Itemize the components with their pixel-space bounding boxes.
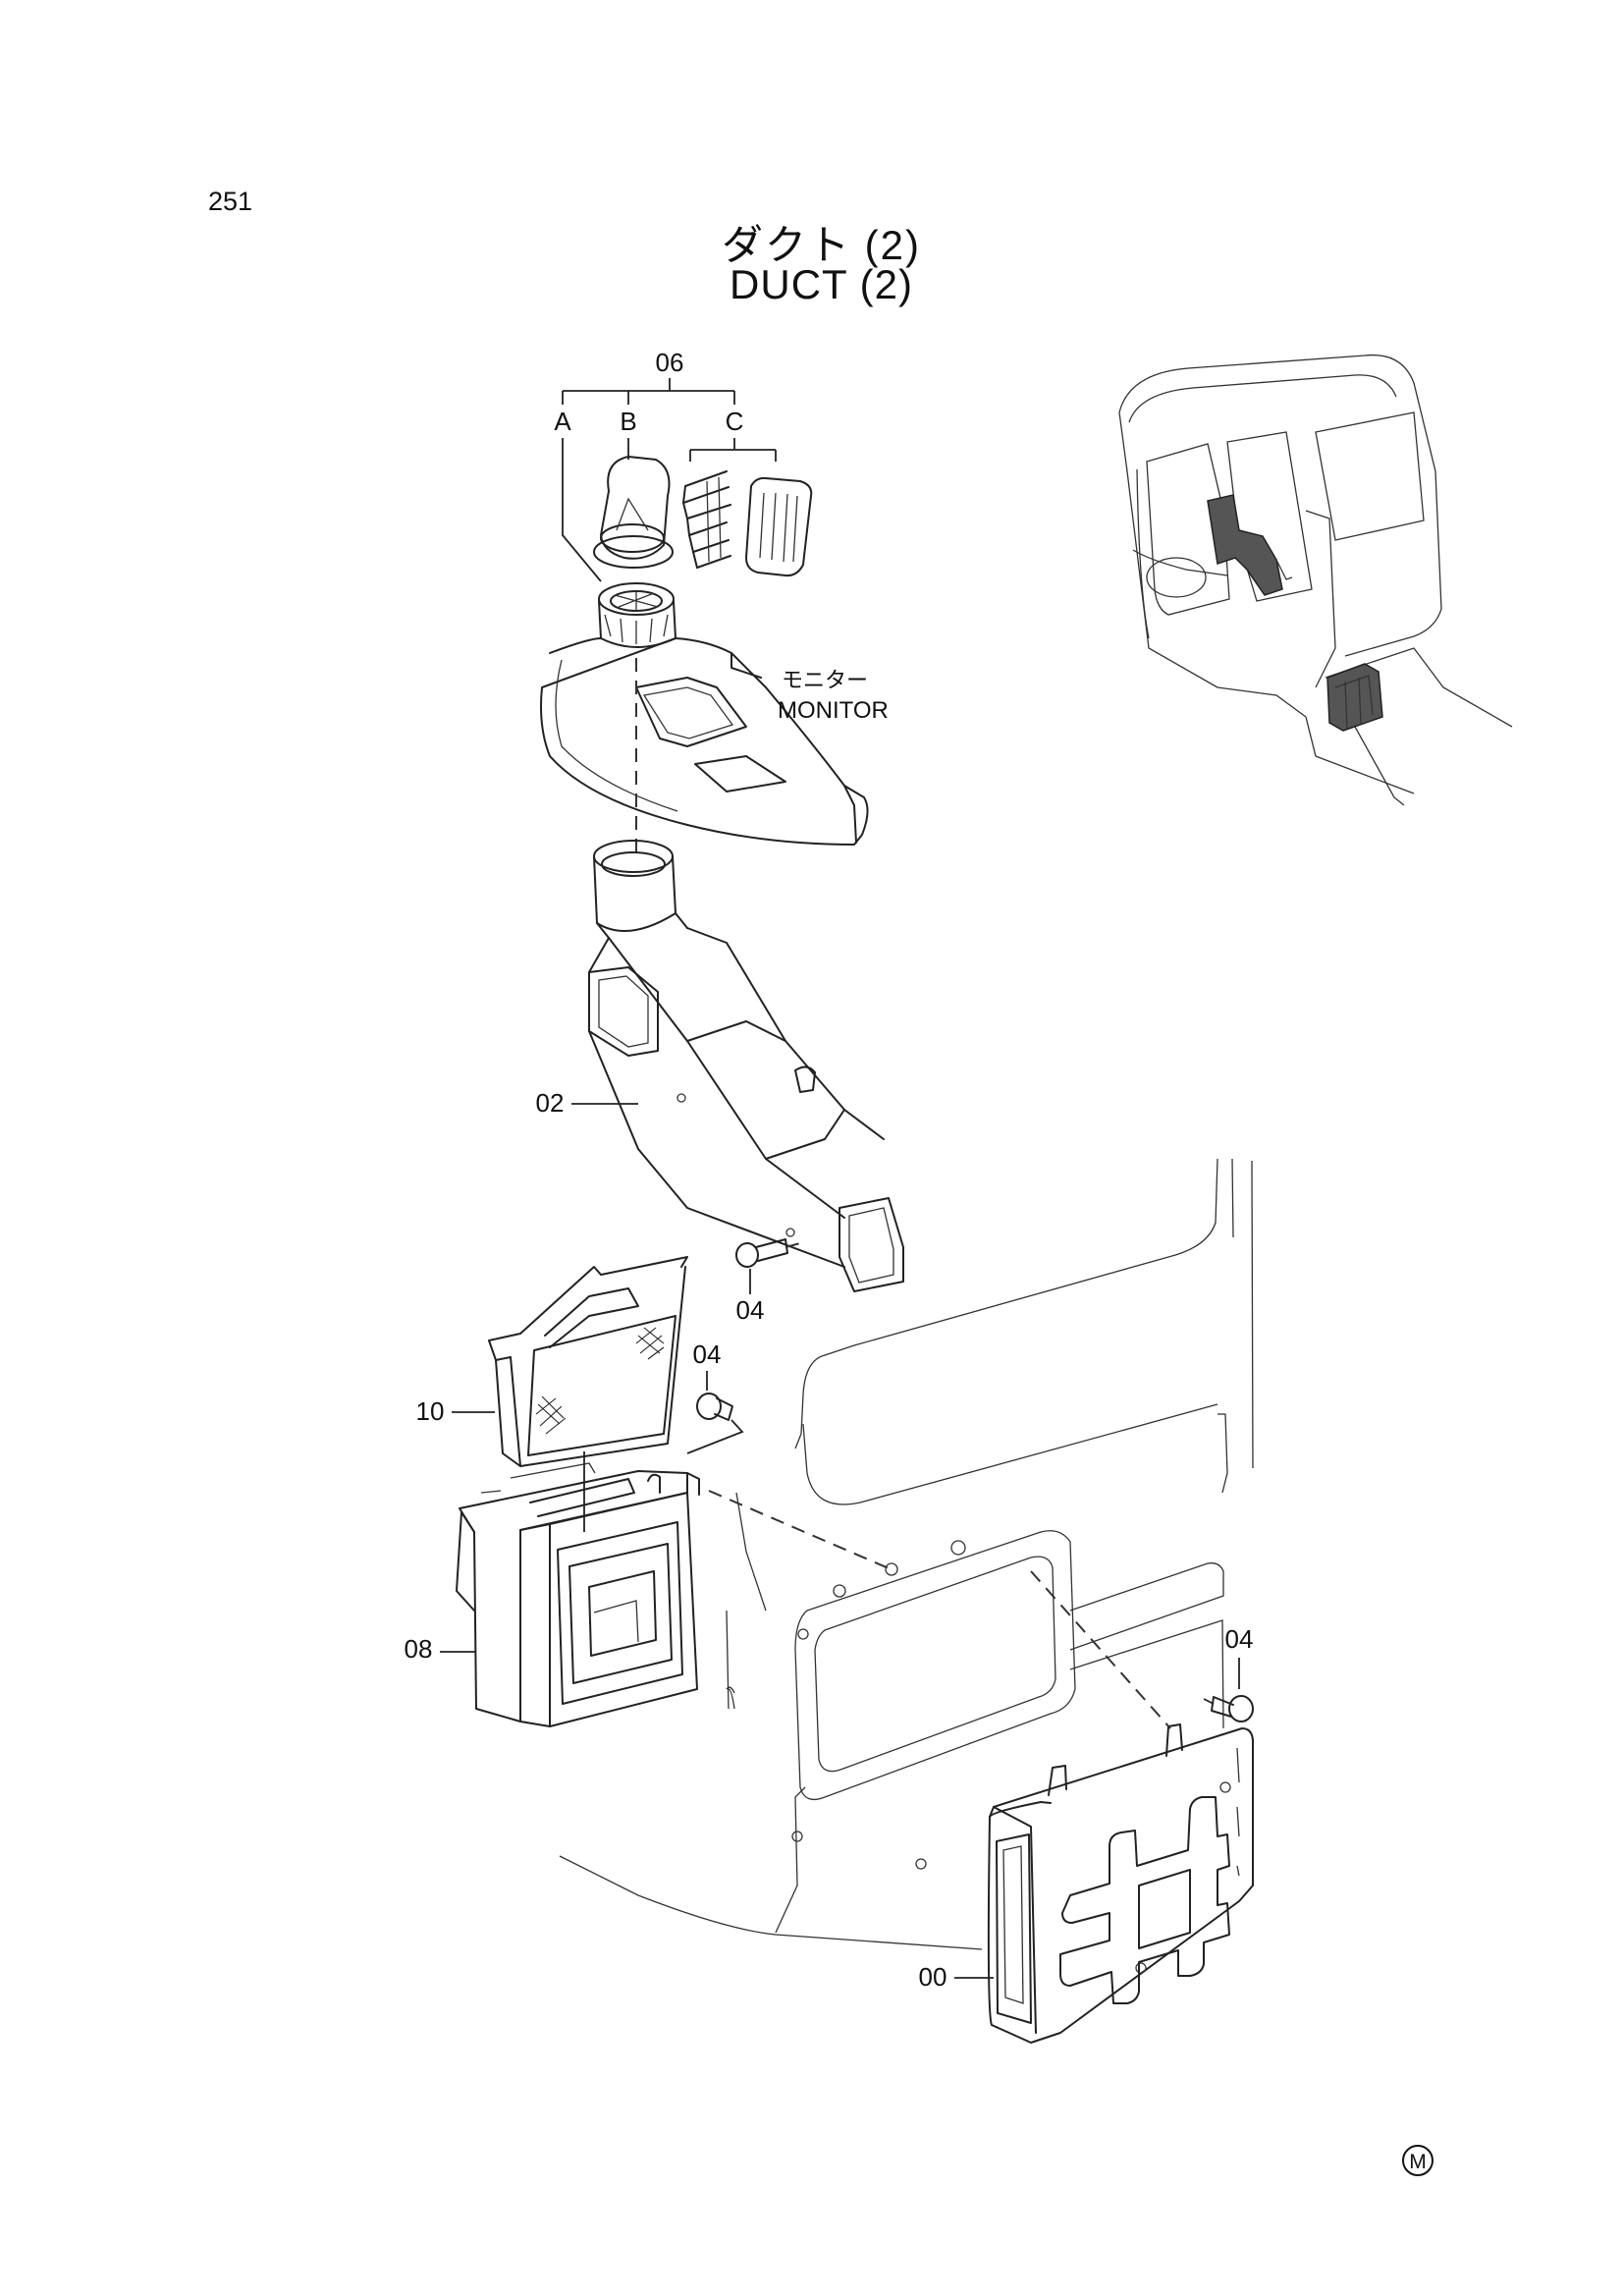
cab-overview-inset: [1118, 354, 1513, 806]
cab-rear-panel: [559, 1158, 1254, 1950]
filter-housing-part-08: 08: [405, 1451, 700, 1727]
nozzle-part-b: [593, 456, 674, 569]
callout-02: 02: [536, 1088, 565, 1118]
callout-06-b: B: [620, 407, 636, 436]
screw-04-upper: 04: [735, 1238, 801, 1325]
filter-part-10: 10: [416, 1256, 688, 1467]
monitor-label-en: MONITOR: [778, 697, 889, 724]
louver-part-c: [682, 470, 813, 577]
m-mark-letter: M: [1409, 2151, 1427, 2173]
monitor-duct: モニター MONITOR: [540, 637, 889, 846]
callout-06: 06: [656, 348, 684, 377]
monitor-label-jp: モニター: [782, 668, 868, 692]
callout-04-lower: 04: [1225, 1624, 1254, 1654]
cover-part-00: 00: [919, 1570, 1254, 2044]
callout-04-middle: 04: [693, 1339, 722, 1369]
title-english: DUCT (2): [730, 261, 913, 307]
main-duct-part-02: 02: [536, 840, 904, 1292]
page-number: 251: [208, 187, 253, 216]
callout-00: 00: [919, 1962, 947, 1992]
callout-06-c: C: [726, 407, 744, 436]
vent-ring-part-a: [598, 582, 676, 648]
callout-06-a: A: [554, 407, 571, 436]
title-japanese: ダクト (2): [721, 222, 921, 268]
callout-10: 10: [416, 1396, 445, 1426]
callout-04-upper: 04: [736, 1295, 765, 1325]
callout-08: 08: [405, 1634, 433, 1664]
screw-04-lower: 04: [1203, 1624, 1254, 1722]
callout-06-group: 06 A B C: [554, 348, 777, 582]
m-mark: M: [1402, 2145, 1434, 2176]
alignment-line-housing: [708, 1490, 896, 1572]
screw-04-middle: 04: [686, 1339, 744, 1454]
